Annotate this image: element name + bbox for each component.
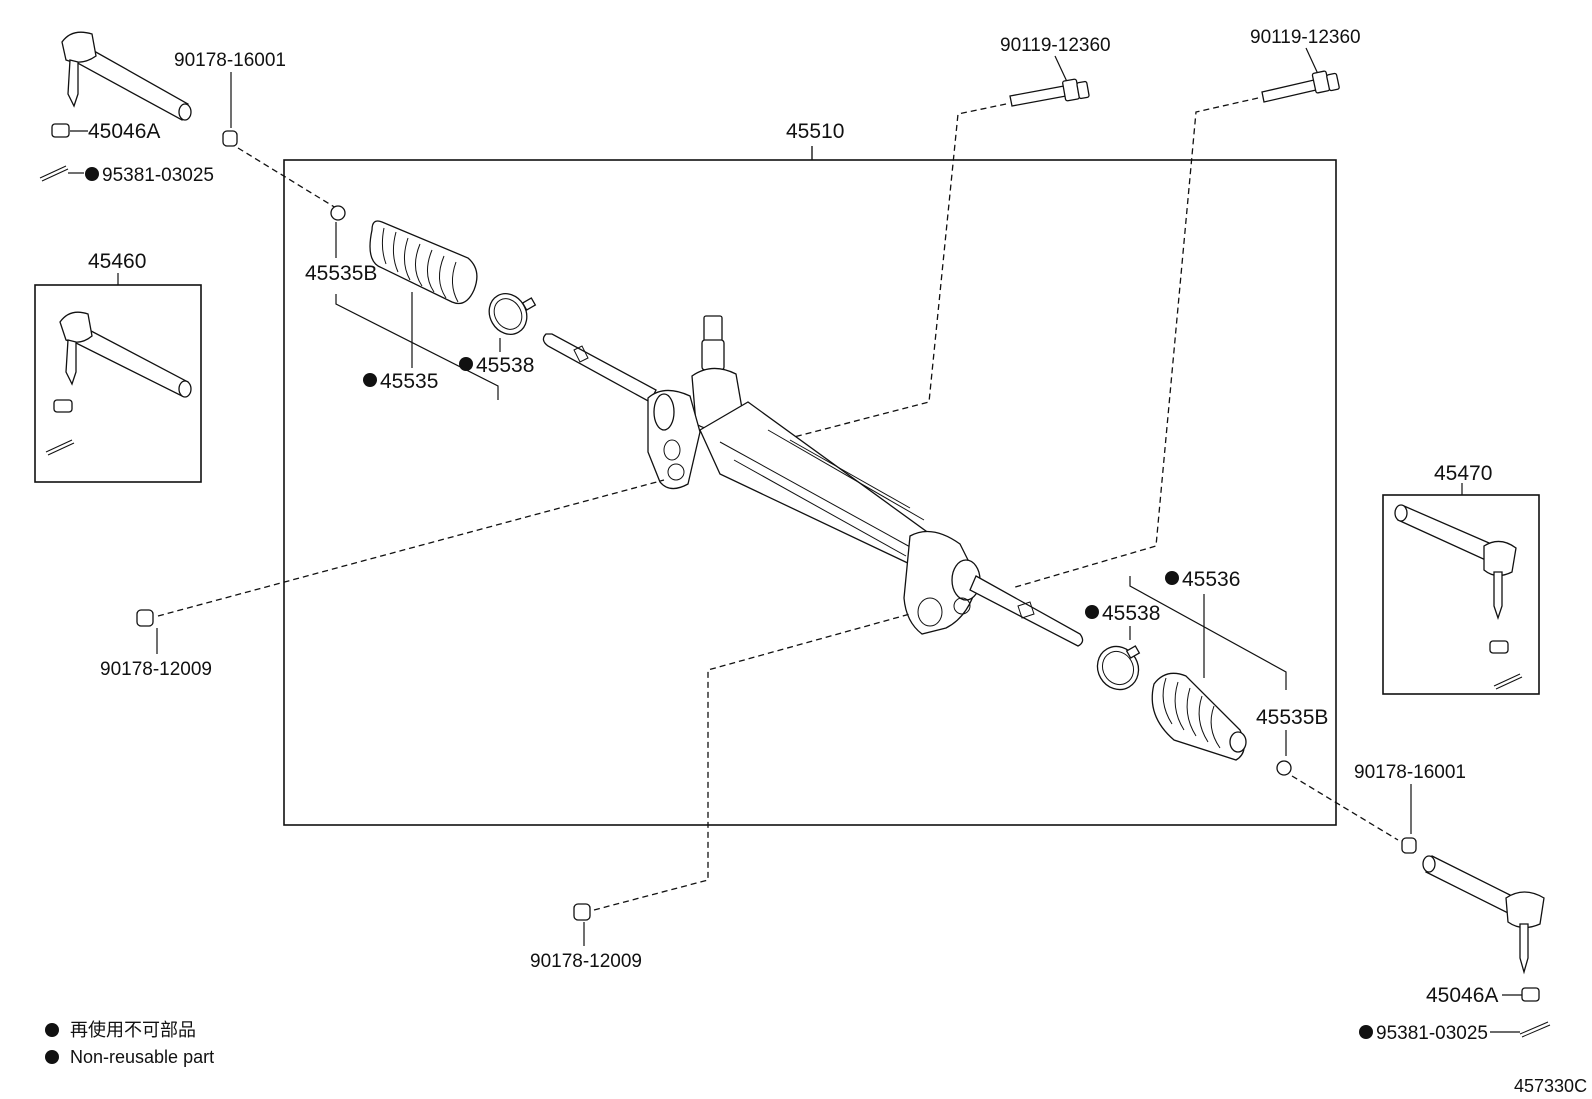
legend-japanese: 再使用不可部品 <box>70 1020 196 1040</box>
nut-16001-top-left-number[interactable]: 90178-16001 <box>174 50 286 71</box>
non-reusable-marker <box>85 167 99 181</box>
boot-left-number[interactable]: 45535 <box>380 370 438 393</box>
boot-clamp-left-icon <box>488 293 537 335</box>
tie-rod-end-left-number[interactable]: 45460 <box>88 250 146 273</box>
bolt-left-icon <box>1009 78 1090 107</box>
cotter-pin-bottom-right-icon <box>1519 1021 1551 1038</box>
boot-clip-left-number[interactable]: 45535B <box>305 262 377 285</box>
bolt-right-number[interactable]: 90119-12360 <box>1250 27 1361 48</box>
tie-rod-end-bottom-right-illustration <box>1422 855 1545 975</box>
boot-right-illustration <box>1151 672 1247 761</box>
nut-16001-top-left-icon <box>222 130 238 147</box>
boot-clamp-left-number[interactable]: 45538 <box>476 354 534 377</box>
cotter-pin-bottom-right-number[interactable]: 95381-03025 <box>1376 1023 1488 1044</box>
nut-top-left-number[interactable]: 45046A <box>88 120 160 143</box>
tie-rod-end-left-box-illustration <box>45 311 192 456</box>
nut-12009-bottom-number[interactable]: 90178-12009 <box>530 951 642 972</box>
nut-bottom-right-number[interactable]: 45046A <box>1426 984 1498 1007</box>
nut-12009-bottom-icon <box>573 903 591 921</box>
boot-clip-left-icon <box>330 205 346 221</box>
nut-16001-bottom-right-icon <box>1401 837 1417 854</box>
legend-dot-japanese <box>45 1023 59 1037</box>
nut-top-left-icon <box>51 123 70 138</box>
tie-rod-end-right-number[interactable]: 45470 <box>1434 462 1492 485</box>
tie-rod-end-right-box <box>1382 494 1540 695</box>
steering-rack-illustration <box>542 315 1084 647</box>
boot-clamp-right-icon <box>1096 645 1141 691</box>
cotter-pin-top-left-icon <box>39 165 69 182</box>
legend-english: Non-reusable part <box>70 1047 214 1067</box>
boot-left-illustration <box>369 220 478 305</box>
nut-16001-bottom-right-number[interactable]: 90178-16001 <box>1354 762 1466 783</box>
boot-clamp-right-number[interactable]: 45538 <box>1102 602 1160 625</box>
bolt-right-icon <box>1261 70 1340 103</box>
nut-bottom-right-icon <box>1521 987 1540 1002</box>
tie-rod-end-right-box-illustration <box>1394 504 1523 690</box>
boot-clip-right-number[interactable]: 45535B <box>1256 706 1328 729</box>
assembly-box <box>283 159 1337 826</box>
nut-12009-left-number[interactable]: 90178-12009 <box>100 659 212 680</box>
assembly-number[interactable]: 45510 <box>786 120 844 143</box>
nut-12009-left-icon <box>136 609 154 627</box>
diagram-code: 457330C <box>1514 1076 1587 1096</box>
bolt-left-number[interactable]: 90119-12360 <box>1000 35 1111 56</box>
boot-clip-right-icon <box>1276 760 1292 776</box>
boot-right-number[interactable]: 45536 <box>1182 568 1240 591</box>
legend-dot-english <box>45 1050 59 1064</box>
tie-rod-end-top-left-illustration <box>61 31 192 121</box>
cotter-pin-top-left-number[interactable]: 95381-03025 <box>102 165 214 186</box>
